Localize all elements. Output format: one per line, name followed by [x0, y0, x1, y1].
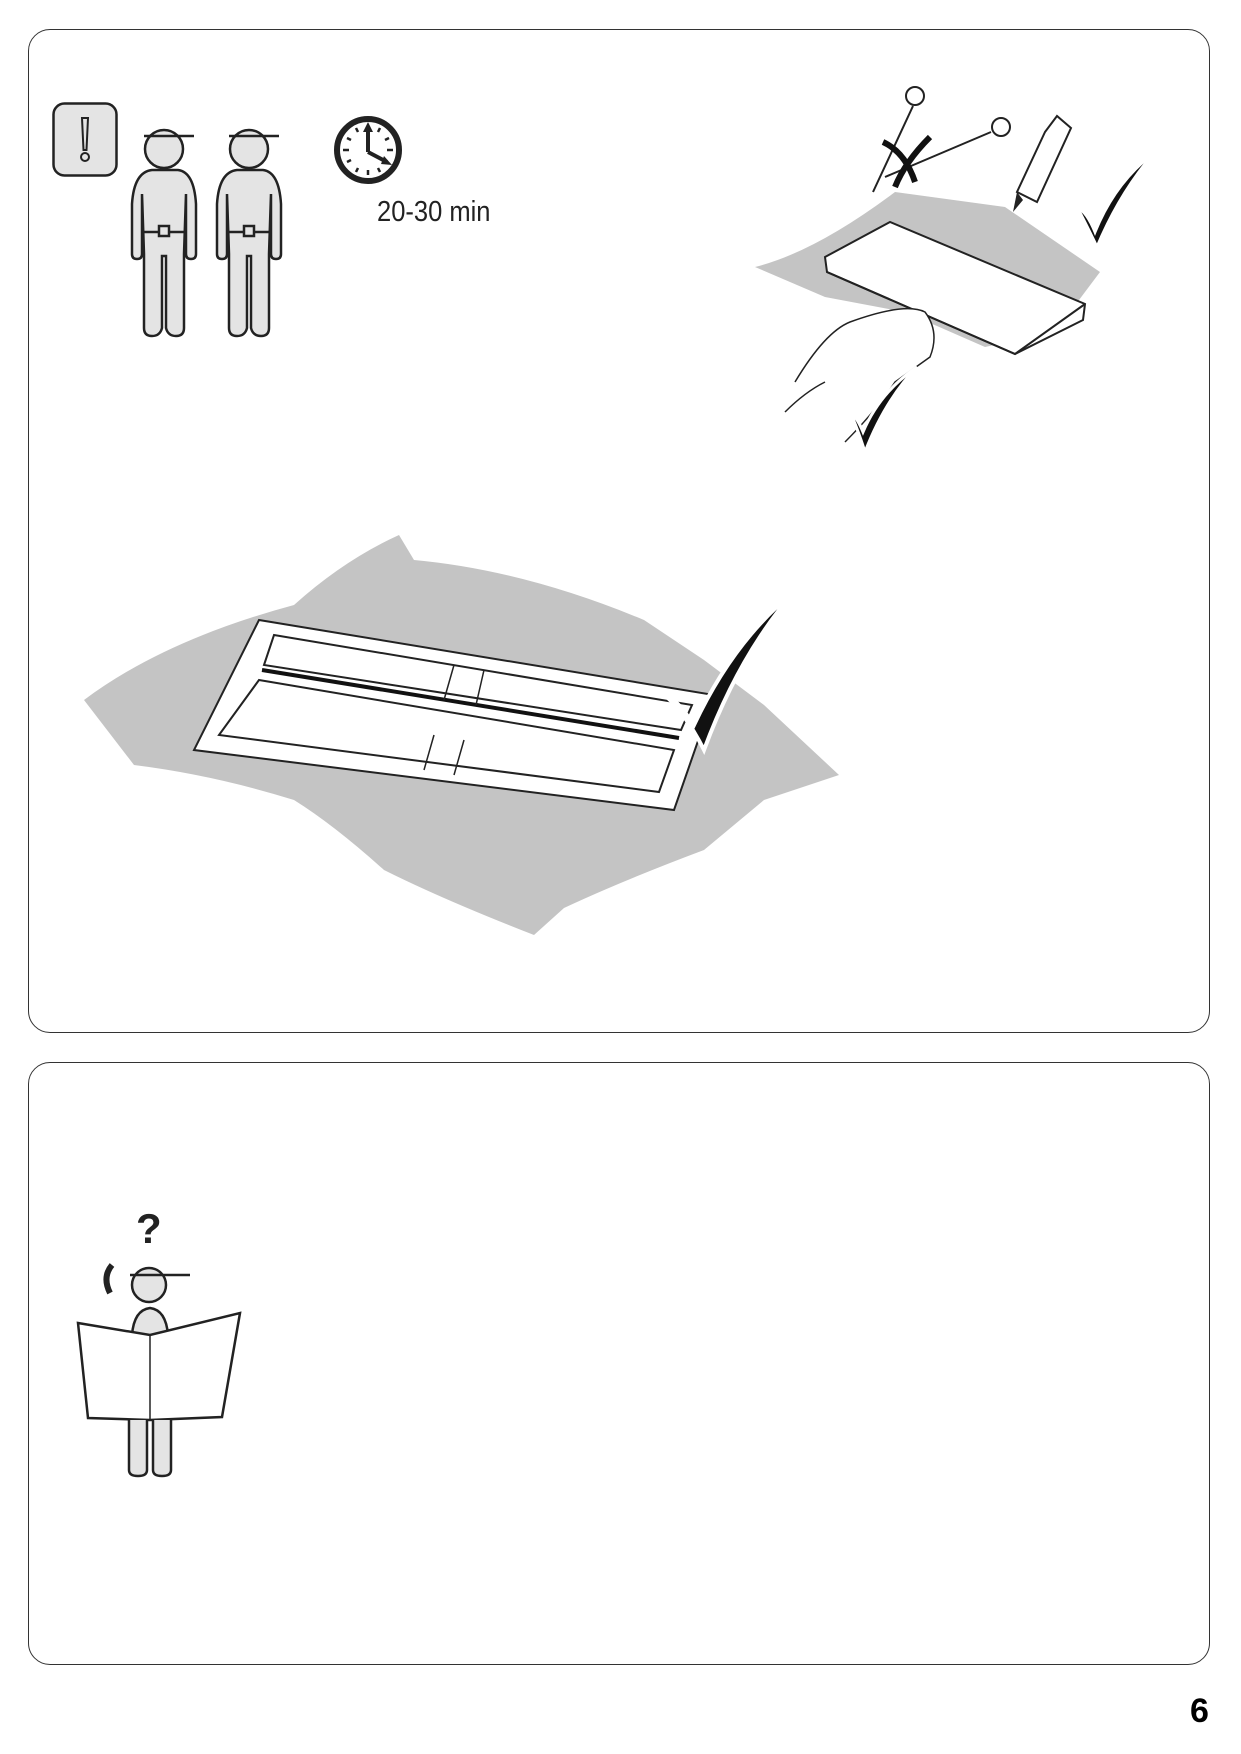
panel-on-protective-sheet-illustration [84, 535, 839, 935]
duration-label: 20-30 min [377, 196, 491, 228]
unpacking-tools-illustration [755, 86, 1157, 457]
page-number: 6 [1190, 1692, 1209, 1730]
checkmark-icon [1073, 150, 1157, 251]
step-panel-unpacking [28, 29, 1210, 1033]
two-persons-icon [130, 128, 283, 338]
checkmark-icon [657, 590, 796, 756]
clock-icon [334, 116, 402, 184]
utility-knife-icon [1013, 114, 1073, 212]
help-person-reading-manual-icon: ? [76, 1205, 242, 1478]
warning-exclamation-icon [52, 102, 118, 177]
step-panel-help [28, 1062, 1210, 1665]
checkmark-icon [846, 365, 919, 457]
question-mark: ? [136, 1205, 162, 1252]
scissors-crossed-icon [872, 86, 1011, 193]
phone-icon [103, 1263, 115, 1295]
